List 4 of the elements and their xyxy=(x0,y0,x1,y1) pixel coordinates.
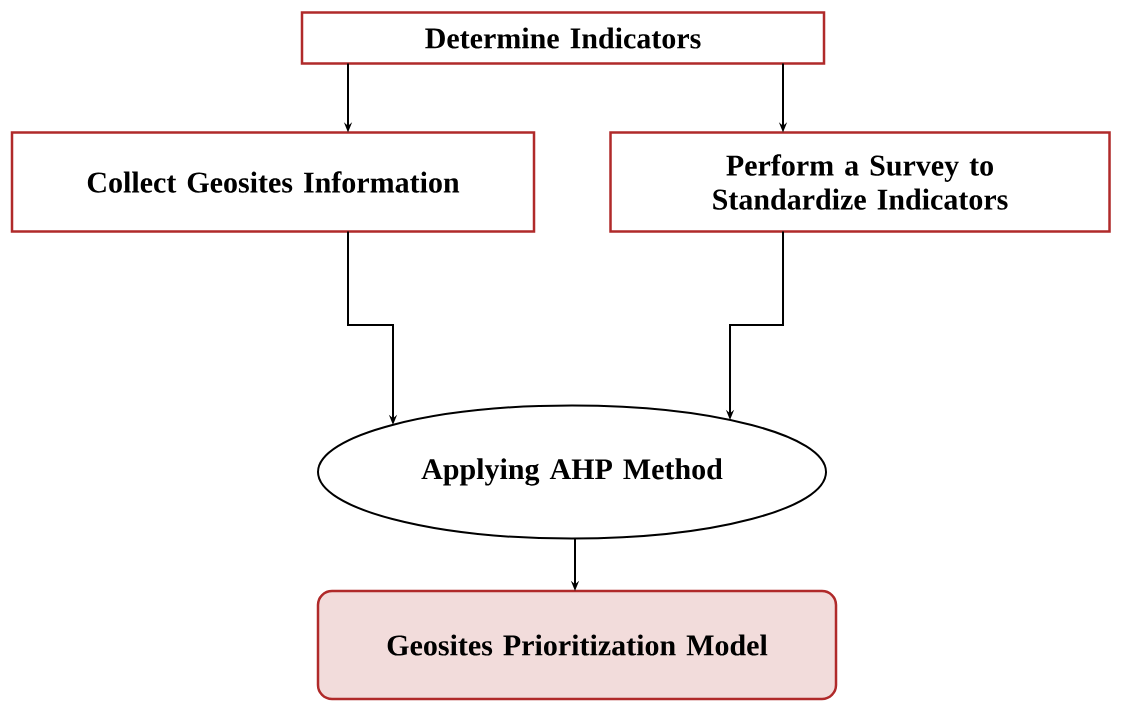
process-box: Perform a Survey to Standardize Indicators xyxy=(609,131,1111,233)
process-box: Collect Geosites Information xyxy=(10,131,536,233)
process-box: Determine Indicators xyxy=(300,11,826,65)
result-box: Geosites Prioritization Model xyxy=(316,589,838,701)
